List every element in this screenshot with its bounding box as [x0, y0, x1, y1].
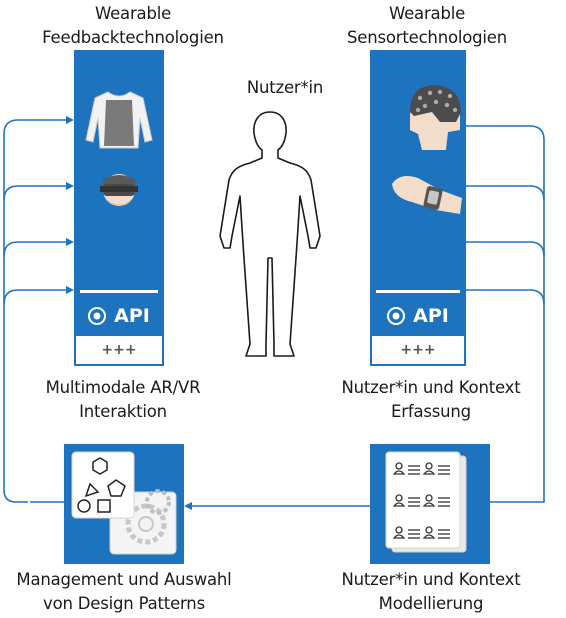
modelling-line-2: Modellierung	[378, 594, 484, 613]
arrow-icon	[466, 185, 545, 201]
sensor-technologies-line-2: Sensortechnologien	[346, 28, 507, 47]
patterns-line-1: Management und Auswahl	[16, 570, 232, 589]
multimodal-line-1: Multimodale AR/VR	[45, 378, 201, 397]
sensor-technologies-label: Wearable Sensortechnologien	[322, 2, 532, 50]
smartwatch-icon	[392, 176, 462, 214]
vr-headset-icon	[100, 174, 138, 206]
multimodal-interaction-label: Multimodale AR/VR Interaktion	[18, 376, 228, 424]
design-patterns-label: Management und Auswahl von Design Patter…	[4, 568, 244, 616]
api-target-icon	[387, 307, 406, 325]
arrow-icon	[3, 116, 74, 503]
modelling-label: Nutzer*in und Kontext Modellierung	[316, 568, 546, 616]
modelling-line-1: Nutzer*in und Kontext	[341, 570, 521, 589]
feedback-technologies-line-2: Feedbacktechnologien	[42, 28, 224, 47]
feedback-technologies-line-1: Wearable	[94, 4, 172, 23]
context-capture-label: Nutzer*in und Kontext Erfassung	[316, 376, 546, 424]
vest-icon	[85, 91, 153, 149]
right-api-block: API	[376, 290, 460, 339]
arrow-icon	[3, 286, 74, 305]
sensor-technologies-line-1: Wearable	[388, 4, 466, 23]
left-api-block: API	[80, 290, 158, 339]
user-label: Nutzer*in	[246, 78, 324, 97]
feedback-technologies-panel: API +++	[74, 50, 164, 366]
arrow-icon	[466, 241, 545, 257]
context-capture-line-1: Nutzer*in und Kontext	[341, 378, 521, 397]
person-outline-icon	[219, 111, 321, 357]
right-panel-footer: +++	[372, 336, 464, 364]
api-target-icon	[88, 307, 107, 325]
right-api-label: API	[413, 305, 449, 327]
feedback-technologies-label: Wearable Feedbacktechnologien	[28, 2, 238, 50]
left-api-label: API	[114, 305, 150, 327]
arrow-icon	[466, 125, 545, 506]
arrow-icon	[3, 182, 74, 201]
user-list-documents-icon	[370, 444, 490, 564]
patterns-line-2: von Design Patterns	[43, 594, 205, 613]
arrow-icon	[3, 238, 74, 257]
multimodal-line-2: Interaktion	[79, 402, 167, 421]
design-patterns-icon	[64, 444, 184, 564]
arrow-icon	[466, 289, 545, 305]
left-panel-footer: +++	[76, 336, 162, 364]
eeg-cap-icon	[410, 85, 461, 150]
context-capture-line-2: Erfassung	[391, 402, 471, 421]
